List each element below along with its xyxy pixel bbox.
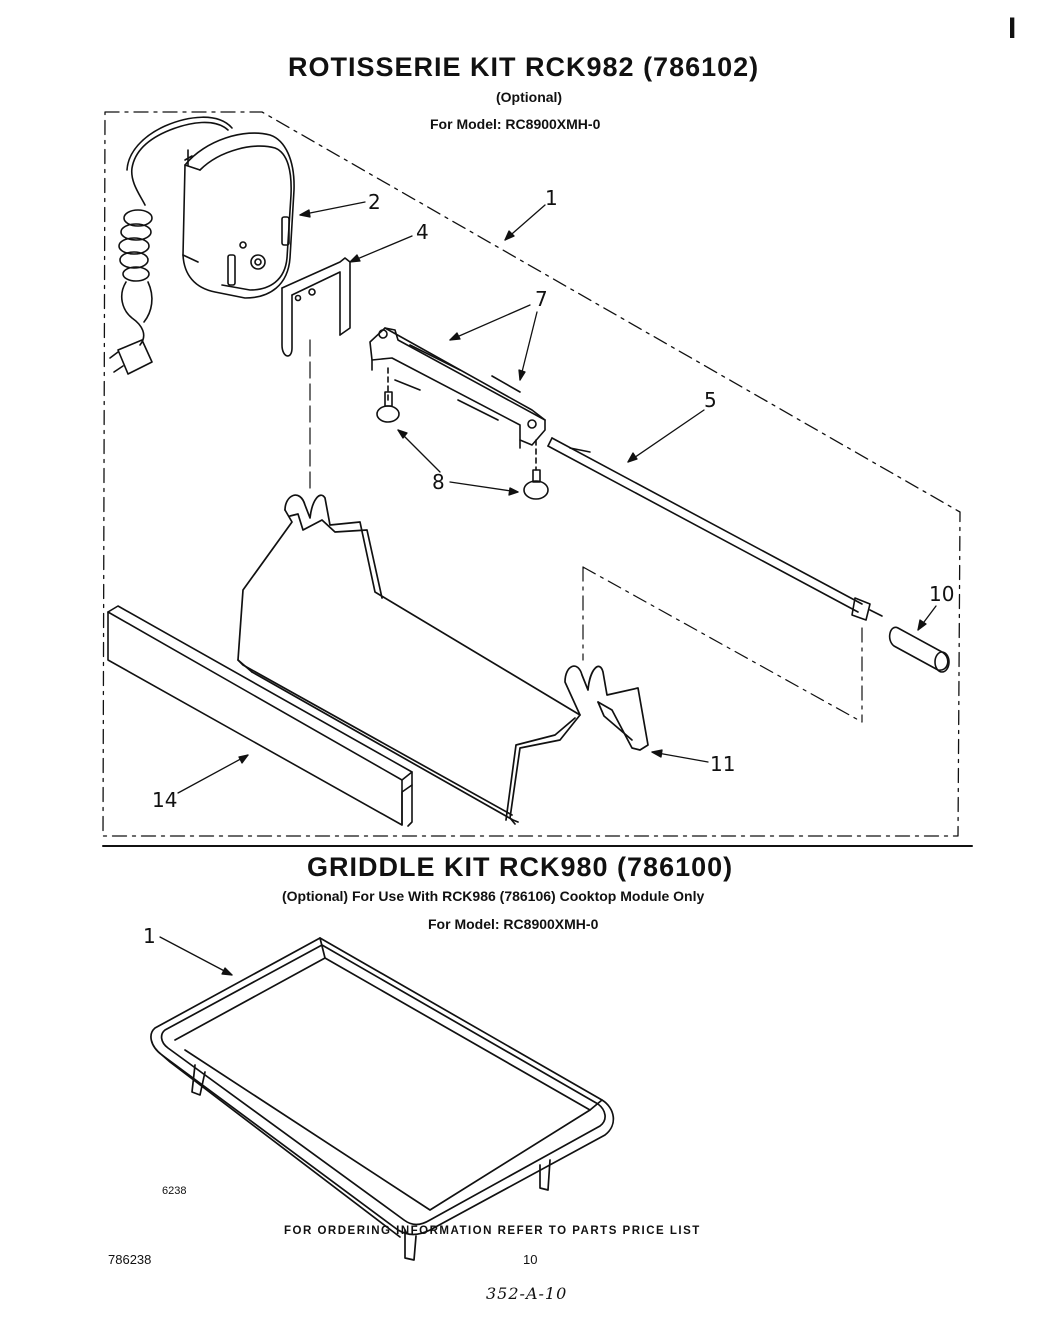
handwritten-code: 352-A-10 xyxy=(486,1284,568,1303)
motor-bracket xyxy=(281,257,351,357)
callout-1: 1 xyxy=(545,186,558,210)
griddle-model: For Model: RC8900XMH-0 xyxy=(428,916,599,932)
callout-8: 8 xyxy=(432,470,445,494)
griddle-title: GRIDDLE KIT RCK980 (786100) xyxy=(307,852,734,882)
spit-handle xyxy=(888,626,950,673)
callout-5: 5 xyxy=(704,388,717,412)
rotisserie-model: For Model: RC8900XMH-0 xyxy=(430,116,601,132)
power-cord xyxy=(109,116,233,375)
griddle-callout-1: 1 xyxy=(143,924,156,948)
drip-shield xyxy=(107,605,413,827)
callout-leaders xyxy=(159,201,937,976)
image-code: 6238 xyxy=(162,1185,187,1197)
corner-mark: I xyxy=(1008,12,1017,45)
rotisserie-title: ROTISSERIE KIT RCK982 (786102) xyxy=(288,52,760,82)
rotisserie-kit-boundary xyxy=(102,111,961,837)
callout-4: 4 xyxy=(416,220,429,244)
rotisserie-optional: (Optional) xyxy=(496,89,563,105)
callout-14: 14 xyxy=(152,788,178,812)
page-number: 10 xyxy=(523,1252,538,1267)
wire-rack xyxy=(237,494,649,825)
callout-10: 10 xyxy=(929,582,955,606)
rotisserie-motor xyxy=(182,132,295,299)
spit-support-bracket xyxy=(369,327,546,449)
spit-rod xyxy=(547,437,883,621)
document-number: 786238 xyxy=(108,1252,152,1267)
callout-11: 11 xyxy=(710,752,736,776)
thumb-screws xyxy=(376,367,549,500)
griddle-pan xyxy=(150,937,615,1261)
callout-2: 2 xyxy=(368,190,381,214)
griddle-optional-note: (Optional) For Use With RCK986 (786106) … xyxy=(282,888,705,904)
ordering-info: FOR ORDERING INFORMATION REFER TO PARTS … xyxy=(284,1225,701,1237)
callout-7: 7 xyxy=(535,287,548,311)
